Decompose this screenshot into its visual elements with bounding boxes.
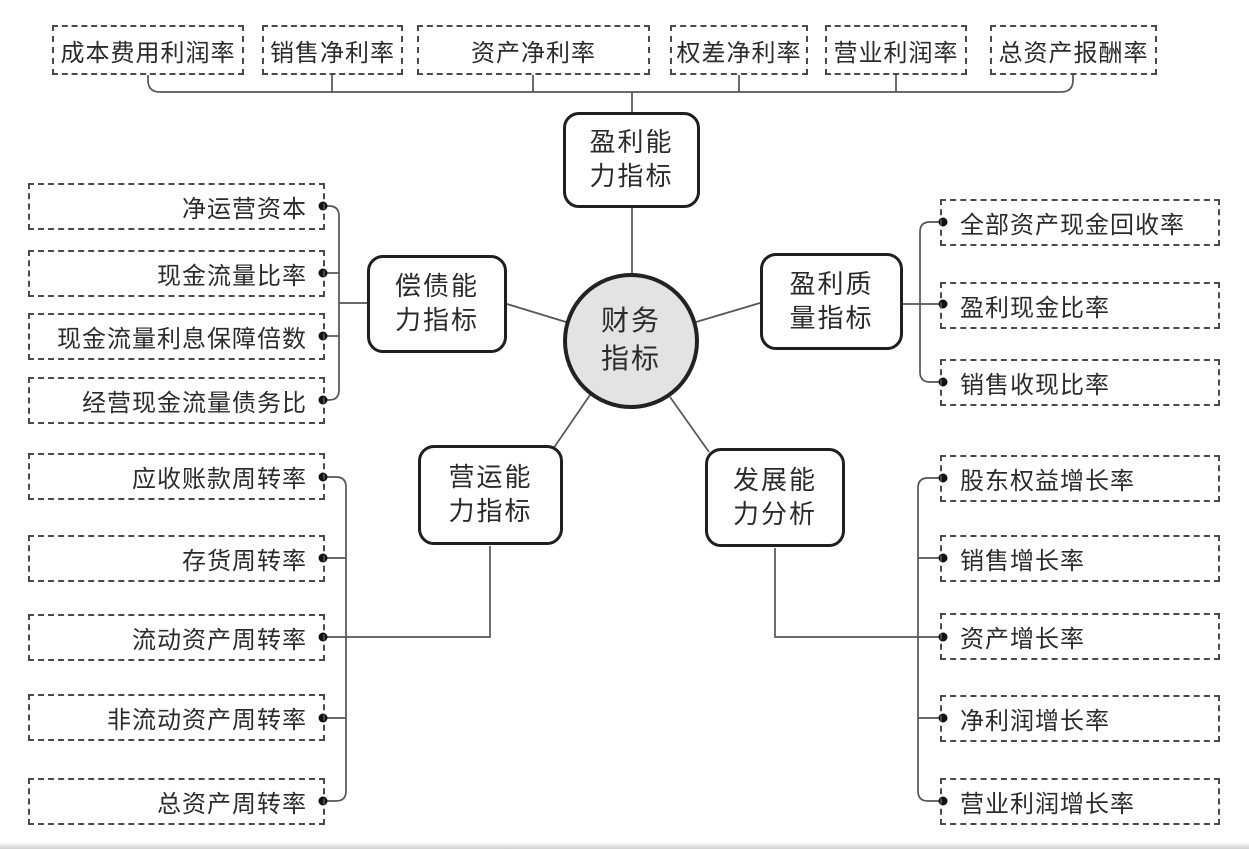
node-profitability: 盈利能 力指标 xyxy=(563,112,700,208)
node-operating-line1: 营运能 xyxy=(448,463,533,493)
node-solvency-line1: 偿债能 xyxy=(394,272,479,302)
item-sales-growth: 销售增长率 xyxy=(940,535,1220,582)
item-shareholder-equity-growth: 股东权益增长率 xyxy=(940,455,1220,502)
item-all-assets-cash-recovery-rate: 全部资产现金回收率 xyxy=(940,199,1220,246)
node-development-line2: 力分析 xyxy=(732,499,817,529)
item-operating-profit-rate: 营业利润率 xyxy=(825,25,967,75)
item-noncurrent-asset-turnover: 非流动资产周转率 xyxy=(28,694,325,741)
item-total-asset-turnover: 总资产周转率 xyxy=(28,778,325,825)
item-net-asset-margin: 资产净利率 xyxy=(417,25,650,75)
node-profit-quality: 盈利质 量指标 xyxy=(760,253,903,350)
item-cash-flow-interest-coverage: 现金流量利息保障倍数 xyxy=(28,313,325,360)
item-equity-net-margin: 权差净利率 xyxy=(670,25,808,75)
item-total-asset-return-rate: 总资产报酬率 xyxy=(990,25,1157,75)
item-cost-expense-profit-rate: 成本费用利润率 xyxy=(52,25,244,75)
item-cash-flow-ratio: 现金流量比率 xyxy=(28,250,325,297)
connector-quality-bus xyxy=(919,221,943,383)
node-profitability-line1: 盈利能 xyxy=(589,128,674,158)
scan-bottom-edge xyxy=(0,842,1249,849)
spoke-solvency xyxy=(506,303,567,323)
item-net-profit-growth: 净利润增长率 xyxy=(940,695,1220,742)
item-net-sales-margin: 销售净利率 xyxy=(262,25,403,75)
item-current-asset-turnover: 流动资产周转率 xyxy=(28,614,325,661)
item-operating-profit-growth: 营业利润增长率 xyxy=(940,778,1220,825)
node-development: 发展能 力分析 xyxy=(705,448,845,547)
node-solvency-line2: 力指标 xyxy=(394,306,479,335)
node-profitability-line2: 力指标 xyxy=(589,162,674,191)
node-operating: 营运能 力指标 xyxy=(418,445,563,545)
spoke-operating xyxy=(552,394,591,450)
connector-development-bus xyxy=(917,477,943,802)
hub-line1: 财务 xyxy=(600,306,661,338)
item-inventory-turnover: 存货周转率 xyxy=(28,535,325,582)
spoke-development xyxy=(669,396,710,453)
item-sales-cash-collection-ratio: 销售收现比率 xyxy=(940,359,1220,406)
item-receivables-turnover: 应收账款周转率 xyxy=(28,453,325,500)
node-operating-line2: 力指标 xyxy=(448,497,533,526)
item-net-working-capital: 净运营资本 xyxy=(28,183,325,230)
item-profit-cash-ratio: 盈利现金比率 xyxy=(940,282,1220,329)
connector-solvency-bus xyxy=(323,205,340,401)
item-operating-cash-flow-to-debt: 经营现金流量债务比 xyxy=(28,377,325,424)
node-profit-quality-line2: 量指标 xyxy=(789,303,874,333)
connector-top-bus xyxy=(147,75,1074,93)
connector-operating-node xyxy=(323,546,491,638)
node-profit-quality-line1: 盈利质 xyxy=(789,269,874,299)
item-asset-growth: 资产增长率 xyxy=(940,613,1220,660)
spoke-profit-quality xyxy=(695,302,761,323)
connector-development-node xyxy=(774,548,943,638)
node-solvency: 偿债能 力指标 xyxy=(367,255,507,353)
hub-line2: 指标 xyxy=(600,344,661,375)
connector-operating-bus xyxy=(323,476,347,802)
node-development-line1: 发展能 xyxy=(732,465,817,495)
hub-financial-indicators: 财务 指标 xyxy=(563,273,699,409)
